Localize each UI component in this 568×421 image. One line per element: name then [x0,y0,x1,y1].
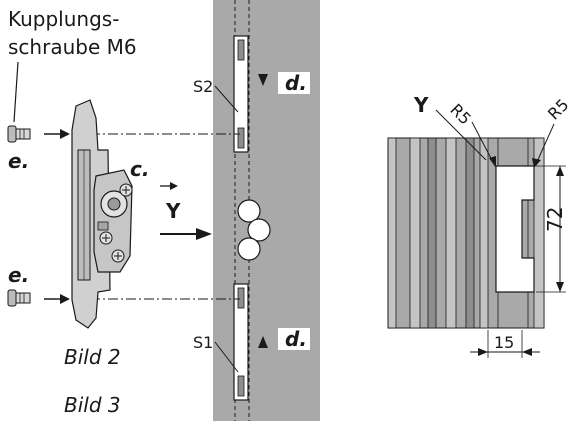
cam-hub [107,197,121,211]
screw-title-line2: schraube M6 [8,35,137,59]
arrow-down-icon [258,74,268,86]
section-view [387,137,545,329]
s1-leader [214,341,239,373]
slot-s2-insert-lower [237,127,245,149]
slot-s1 [233,283,249,401]
center-profile-body [213,0,320,421]
hole-bottom [237,237,261,261]
slot-s1-insert-lower [237,375,245,397]
screw-arrows [44,129,70,304]
slot-s2 [233,35,249,153]
screw-bottom-head [7,289,17,307]
c-label: c. [130,157,149,181]
slot-s2-insert [237,39,245,61]
arrow-right-icon [170,182,178,190]
hole-top [237,199,261,223]
screw-top [7,125,31,143]
dimension-15: 15 [470,330,540,358]
s2-label: S2 [193,77,213,96]
d-top-text: d. [285,71,307,95]
e-top-label: e. [8,149,29,173]
y-left-label: Y [165,199,181,223]
bild3-label: Bild 3 [64,393,121,417]
arrow-right-icon [60,129,70,139]
dim-72-label: 72 [543,207,567,232]
r5-left-leader [471,121,495,165]
arrow-up-icon [258,336,268,348]
screw-bottom-shaft [15,292,31,304]
arrow-right-icon [196,228,212,240]
screw-title-line1: Kupplungs- [8,7,119,31]
dim-15-label: 15 [494,333,514,352]
bild2-label: Bild 2 [64,345,121,369]
screw-title-leader [13,61,19,123]
s2-leader [214,85,239,113]
y-right-leader [435,109,487,161]
hole-middle [247,218,271,242]
screw-top-head [7,125,17,143]
d-bottom-box [278,328,310,350]
r5-right-label: R5 [544,95,568,123]
coupling-bracket [71,99,133,329]
screw-bottom [7,289,31,307]
d-top-box [278,72,310,94]
screw-top-shaft [15,128,31,140]
d-label-bottom: d. [258,327,310,351]
y-right-label: Y [413,93,429,117]
dimension-72: 72 [536,165,567,293]
center-holes [237,199,271,261]
arrow-right-icon [60,294,70,304]
d-bottom-text: d. [285,327,307,351]
arrow-icon [489,156,496,168]
arrow-icon [532,158,541,168]
slot-s1-insert [237,287,245,309]
e-bottom-label: e. [8,263,29,287]
center-profile [213,0,320,421]
section-cutout [495,165,535,293]
s1-label: S1 [193,333,213,352]
d-label-top: d. [258,71,310,95]
r5-right-leader [535,123,555,165]
slot-s2-outline [233,35,249,153]
